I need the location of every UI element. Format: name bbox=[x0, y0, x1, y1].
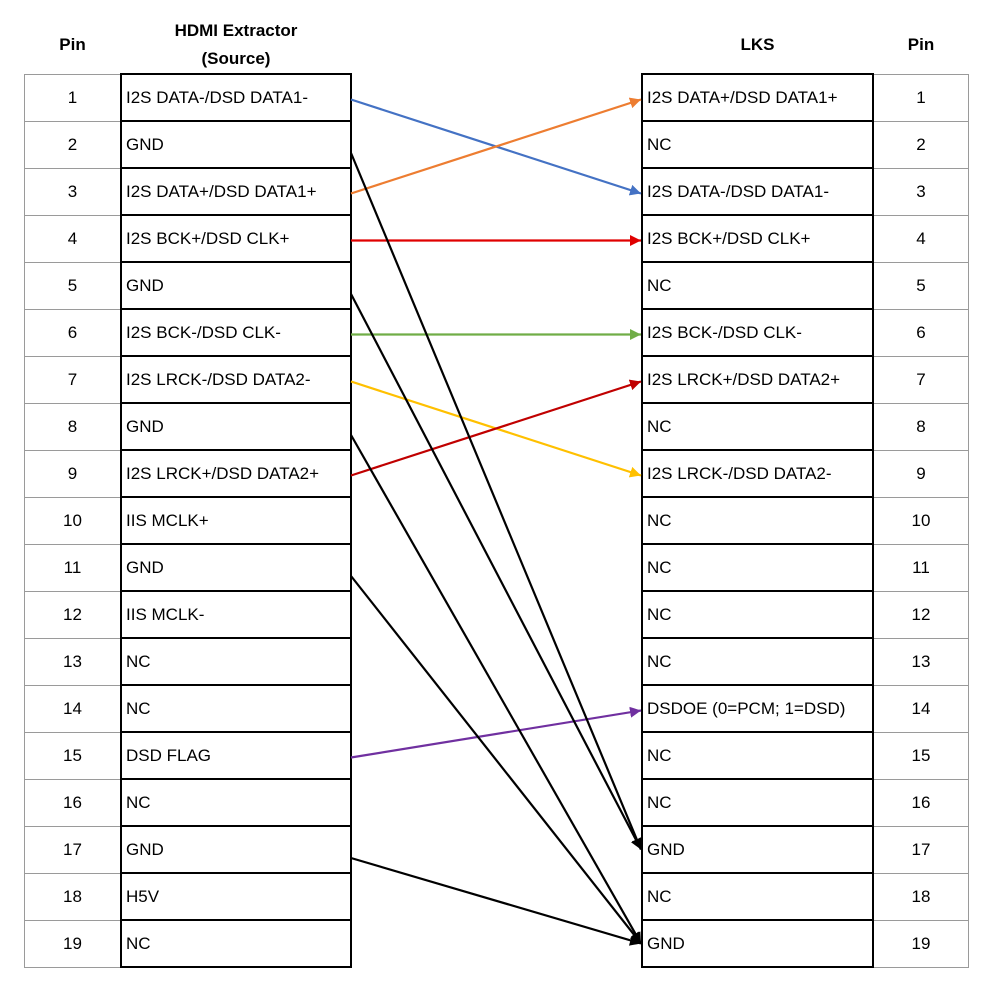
source-subtitle: (Source) bbox=[201, 49, 271, 68]
wire-pin9-to-pin7 bbox=[350, 379, 642, 477]
wire-pin11-to-pin19 bbox=[350, 575, 642, 945]
right-pin-signal: GND bbox=[641, 919, 874, 968]
right-pin-header: Pin bbox=[907, 35, 935, 54]
wire-pin2-to-pin17 bbox=[349, 152, 643, 850]
source-title: HDMI Extractor bbox=[174, 21, 298, 40]
left-pin-header: Pin bbox=[59, 35, 86, 54]
lks-header: LKS bbox=[740, 35, 775, 54]
wire-pin8-to-pin19 bbox=[350, 434, 642, 945]
wire-pin3-to-pin1 bbox=[350, 97, 642, 195]
left-pin-signal: NC bbox=[120, 919, 352, 968]
source-header: HDMI Extractor (Source) bbox=[121, 17, 351, 73]
wire-pin17-to-pin19 bbox=[350, 856, 642, 946]
wire-pin15-to-pin14 bbox=[350, 706, 642, 759]
wire-pin5-to-pin17 bbox=[350, 293, 642, 851]
wire-group bbox=[349, 97, 643, 946]
